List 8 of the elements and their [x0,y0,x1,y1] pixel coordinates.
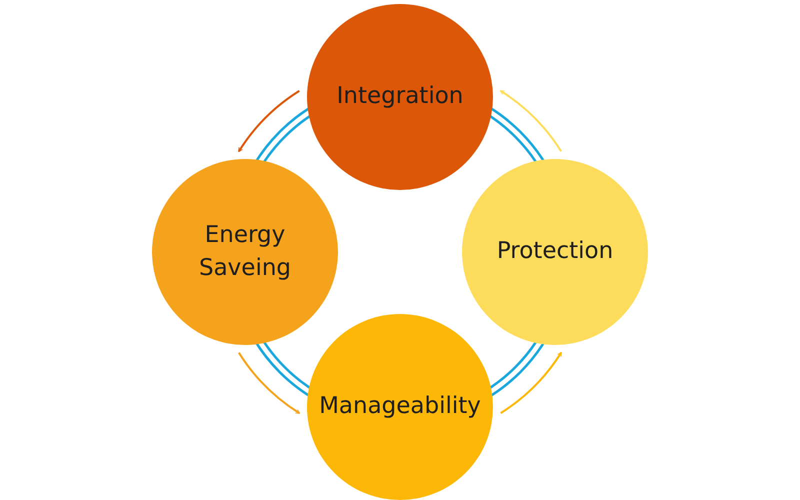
curved-arrow [500,90,562,152]
node-label: Energy Saveing [198,220,292,283]
curved-arrow [238,90,300,152]
curved-arrow [238,352,300,414]
node-label: Manageability [319,392,481,422]
curved-arrow [500,352,562,414]
node-label: Protection [496,237,614,266]
node-label: Integration [336,82,464,112]
